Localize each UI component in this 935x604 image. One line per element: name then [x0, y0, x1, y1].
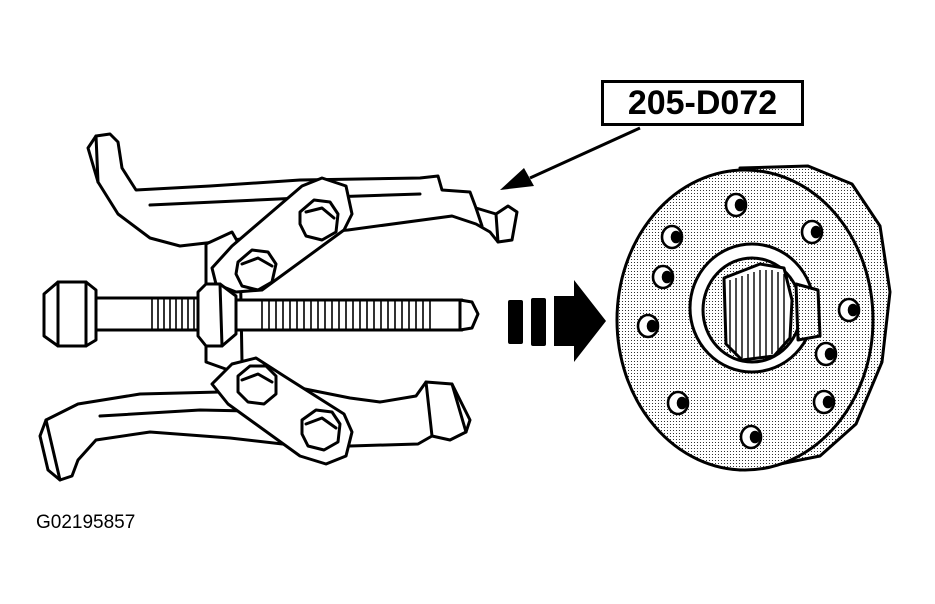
callout-leader — [500, 126, 641, 190]
lower-link — [210, 356, 354, 466]
direction-arrow-icon — [508, 280, 606, 362]
flange-studs — [636, 192, 861, 450]
forcing-screw — [42, 280, 480, 348]
drive-flange-icon — [615, 164, 892, 472]
three-jaw-puller-icon — [38, 132, 519, 482]
figure-id: G02195857 — [36, 512, 136, 533]
tool-number-label: 205-D072 — [601, 80, 804, 126]
